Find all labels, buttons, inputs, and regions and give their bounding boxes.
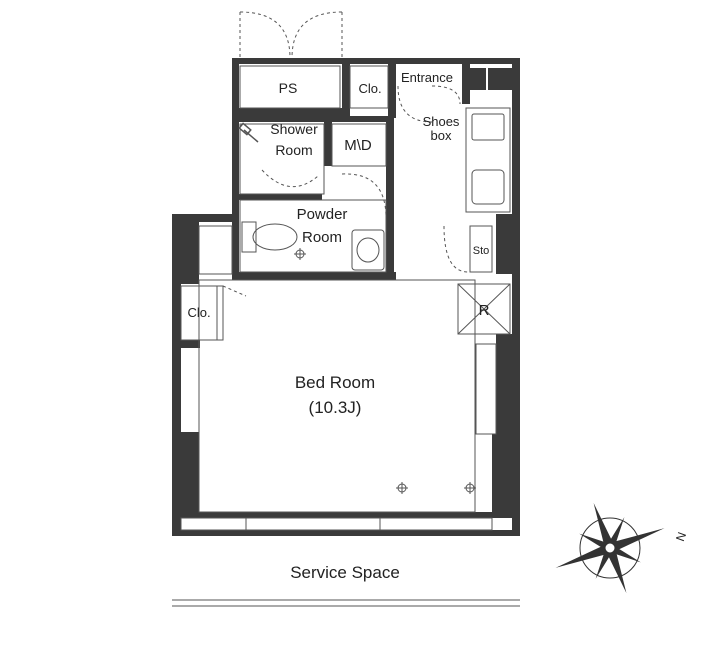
door-swings xyxy=(222,11,469,297)
label-shoes-box-1: Shoes xyxy=(423,114,460,129)
compass-north-letter: N xyxy=(673,530,689,543)
label-powder-1: Powder xyxy=(297,206,348,223)
label-shoes-box-2: box xyxy=(431,128,452,143)
service-space-rail xyxy=(172,599,520,607)
room-outlines xyxy=(180,65,511,531)
label-service-space: Service Space xyxy=(290,563,400,582)
label-shower-2: Room xyxy=(275,142,312,158)
label-washer: M\D xyxy=(344,137,372,154)
label-bedroom: Bed Room xyxy=(295,373,375,392)
label-closet-top: Clo. xyxy=(358,81,381,96)
label-entrance: Entrance xyxy=(401,70,453,85)
label-refrigerator: R xyxy=(479,302,490,319)
label-bedroom-size: (10.3J) xyxy=(309,398,362,417)
label-closet-left: Clo. xyxy=(187,305,210,320)
ceiling-light-icons xyxy=(294,248,476,494)
shower-head-icon xyxy=(238,122,259,143)
compass-rose-icon xyxy=(555,502,665,594)
label-storage: Sto xyxy=(473,245,490,257)
label-shower-1: Shower xyxy=(270,121,318,137)
label-powder-2: Room xyxy=(302,229,342,246)
walls xyxy=(172,58,520,536)
label-ps: PS xyxy=(279,80,298,96)
